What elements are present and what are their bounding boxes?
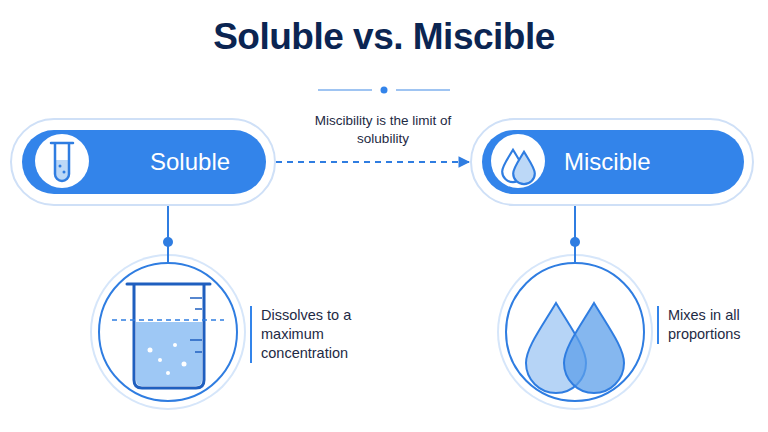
connector-line: [574, 206, 576, 262]
diagram-title: Soluble vs. Miscible: [0, 16, 768, 58]
edge-label: Miscibility is the limit of solubility: [298, 112, 468, 148]
term-label: Miscible: [482, 130, 744, 194]
term-pill: Miscible: [470, 118, 754, 206]
connector-line: [167, 206, 169, 262]
connector-dot: [163, 237, 173, 247]
term-label: Soluble: [22, 130, 266, 194]
relation-arrow: [276, 161, 470, 163]
description-text: Mixes in all proportions: [657, 306, 768, 344]
divider-dot: [381, 87, 388, 94]
divider-line: [318, 89, 372, 91]
connector-dot: [570, 237, 580, 247]
divider-line: [396, 89, 450, 91]
illustration-circle: Dissolves to a maximum concentration: [98, 262, 238, 402]
illustration-circle: Mixes in all proportions: [505, 262, 645, 402]
description-text: Dissolves to a maximum concentration: [250, 306, 379, 363]
term-pill: Soluble: [10, 118, 276, 206]
